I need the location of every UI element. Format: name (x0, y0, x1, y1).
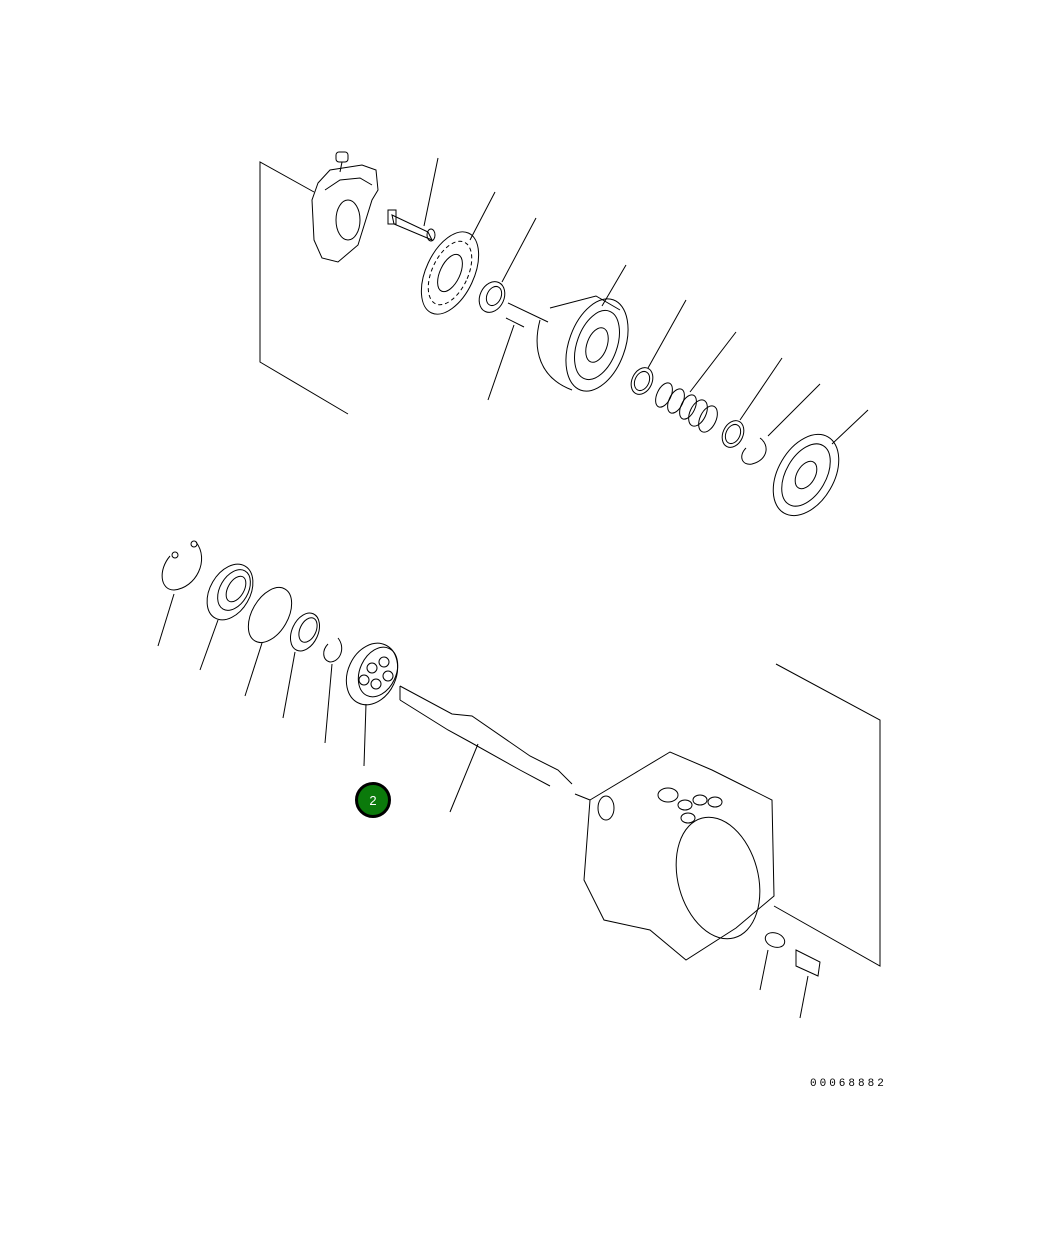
bearing-part (478, 217, 537, 313)
callout-2-highlighted[interactable]: 2 (355, 782, 391, 818)
plug-part-2 (795, 949, 821, 1019)
spring-assembly-part (345, 642, 399, 767)
port-plate-part (772, 409, 869, 517)
plug-part (759, 932, 786, 991)
upper-frame (259, 161, 349, 415)
pin-part (387, 157, 439, 242)
lower-frame (773, 663, 881, 967)
washer-part-2 (721, 357, 783, 448)
valve-plate-part (420, 191, 496, 315)
servo-cover-part (311, 151, 379, 263)
o-ring-part (244, 587, 293, 697)
pump-case-part (574, 751, 775, 961)
needle-part (487, 317, 525, 401)
drawing-number: 00068882 (810, 1078, 887, 1090)
cylinder-block-part (507, 264, 629, 392)
bearing-part-2 (282, 612, 321, 719)
snap-ring-part (741, 383, 821, 465)
snap-ring-small-part (323, 637, 343, 744)
shaft-part (399, 685, 573, 813)
oil-seal-retainer-part (199, 563, 254, 671)
spring-set-part (655, 331, 737, 433)
snap-ring-large-part (157, 540, 202, 647)
washer-part (630, 299, 687, 395)
